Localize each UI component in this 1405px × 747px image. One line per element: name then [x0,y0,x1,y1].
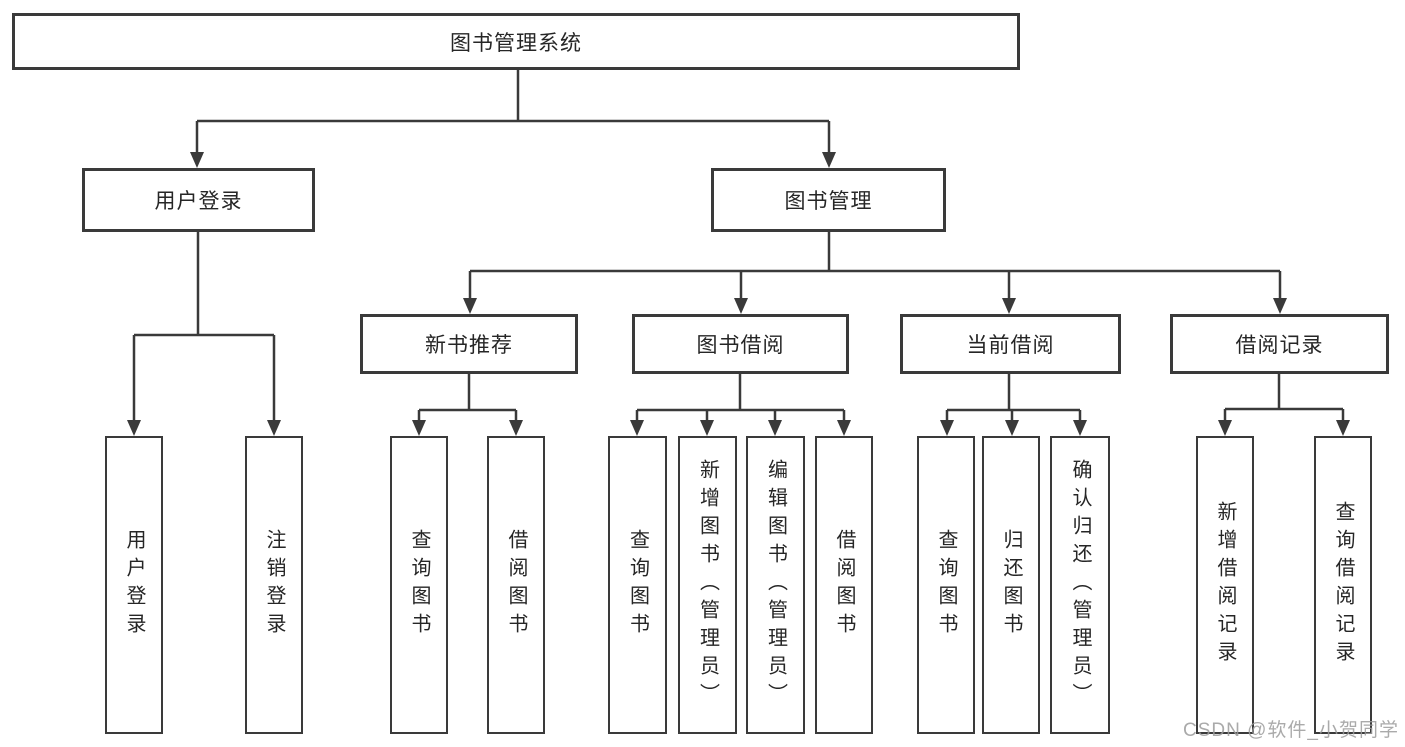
node-label: 借阅记录 [1235,334,1324,357]
arrowhead [822,152,836,168]
leaf-return-books: 归还图书 [982,436,1040,734]
node-label: 当前借阅 [966,334,1055,357]
node-label: 归还图书 [1000,529,1022,641]
arrowhead [1005,420,1019,436]
node-label: 借阅图书 [505,529,527,641]
node-label: 图书借阅 [696,334,785,357]
node-label: 图书管理系统 [450,31,582,55]
node-book-borrow: 图书借阅 [632,314,849,374]
leaf-add-borrow-record: 新增借阅记录 [1196,436,1254,734]
connector-book-borrow-to-leaves [630,374,851,436]
node-label: 编辑图书（管理员） [764,459,787,711]
leaf-query-books-current: 查询图书 [917,436,975,734]
arrowhead [768,420,782,436]
arrowhead [1218,420,1232,436]
node-new-book-recommend: 新书推荐 [360,314,578,374]
leaf-user-login: 用户登录 [105,436,163,734]
leaf-edit-books-admin: 编辑图书（管理员） [746,436,805,734]
node-label: 查询图书 [935,529,957,641]
node-label: 新增借阅记录 [1214,501,1236,669]
node-root-system: 图书管理系统 [12,13,1020,70]
arrowhead [734,298,748,314]
node-label: 用户登录 [154,190,243,213]
node-label: 确认归还（管理员） [1069,459,1091,711]
arrowhead [700,420,714,436]
connector-borrow-record-to-leaves [1218,374,1350,436]
leaf-borrow-books-recommend: 借阅图书 [487,436,545,734]
node-label: 注销登录 [263,529,285,641]
node-label: 图书管理 [784,190,873,213]
arrowhead [267,420,281,436]
leaf-logout: 注销登录 [245,436,303,734]
leaf-query-books-borrow: 查询图书 [608,436,667,734]
arrowhead [1073,420,1087,436]
node-label: 新增图书（管理员） [696,459,719,711]
node-label: 查询图书 [408,529,430,641]
arrowhead [127,420,141,436]
node-borrow-record: 借阅记录 [1170,314,1389,374]
arrowhead [1002,298,1016,314]
leaf-query-borrow-record: 查询借阅记录 [1314,436,1372,734]
arrowhead [1273,298,1287,314]
connector-book-management-to-level3 [463,232,1287,314]
leaf-confirm-return-admin: 确认归还（管理员） [1050,436,1110,734]
connector-user-login-to-leaves [127,232,281,436]
csdn-watermark: CSDN @软件_小贺同学 [1183,720,1399,741]
connector-root-to-level2 [190,68,836,168]
arrowhead [1336,420,1350,436]
leaf-add-books-admin: 新增图书（管理员） [678,436,737,734]
node-label: 新书推荐 [425,334,513,357]
node-label: 用户登录 [123,529,145,641]
node-current-borrow: 当前借阅 [900,314,1121,374]
node-label: 查询图书 [626,529,649,641]
arrowhead [463,298,477,314]
node-label: 查询借阅记录 [1332,501,1354,669]
connector-new-book-recommend-to-leaves [412,374,523,436]
node-user-login-branch: 用户登录 [82,168,315,232]
node-label: 借阅图书 [833,529,855,641]
connector-current-borrow-to-leaves [940,374,1087,436]
arrowhead [509,420,523,436]
arrowhead [412,420,426,436]
arrowhead [837,420,851,436]
arrowhead [190,152,204,168]
arrowhead [630,420,644,436]
node-book-management-branch: 图书管理 [711,168,946,232]
leaf-borrow-books: 借阅图书 [815,436,873,734]
leaf-query-books-recommend: 查询图书 [390,436,448,734]
arrowhead [940,420,954,436]
